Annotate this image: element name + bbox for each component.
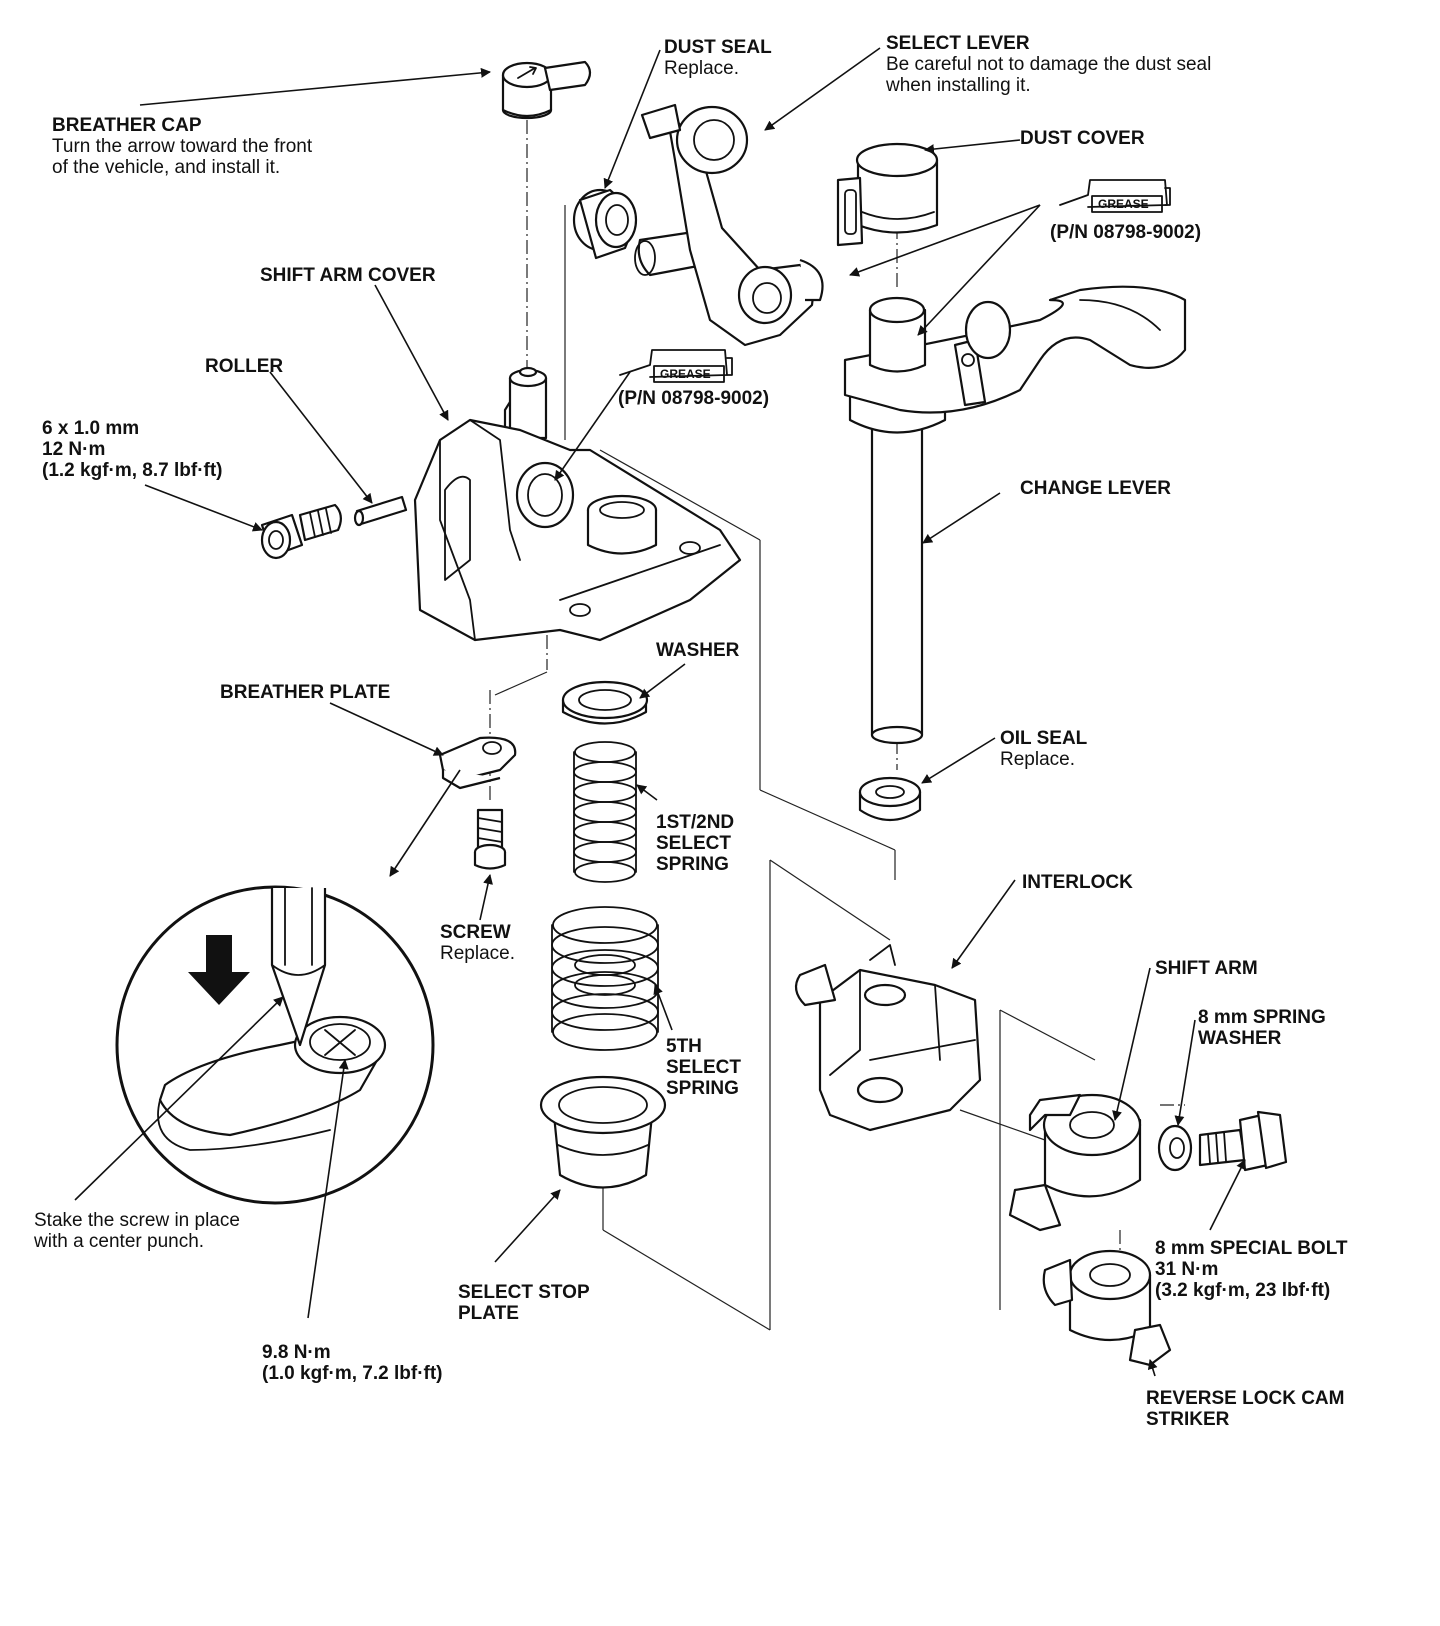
bolt-6mm-part bbox=[260, 503, 342, 560]
torque-screw-line-2: (1.0 kgf·m, 7.2 lbf·ft) bbox=[262, 1363, 443, 1384]
roller-part bbox=[353, 495, 408, 527]
dust-seal-label: DUST SEAL Replace. bbox=[664, 37, 772, 79]
select-spring-1st2nd-line-2: SELECT bbox=[656, 833, 731, 854]
select-lever-part bbox=[634, 103, 824, 347]
oil-seal-part bbox=[858, 776, 922, 821]
washer-title: WASHER bbox=[656, 640, 740, 661]
stake-note-line-2: with a center punch. bbox=[34, 1231, 205, 1252]
grease-pn-left-label: (P/N 08798-9002) bbox=[618, 388, 769, 409]
select-stop-plate-label: SELECT STOP PLATE bbox=[458, 1282, 590, 1324]
screw-label: SCREW Replace. bbox=[440, 922, 515, 964]
breather-cap-label: BREATHER CAP Turn the arrow toward the f… bbox=[52, 115, 312, 178]
grease-pn-right: (P/N 08798-9002) bbox=[1050, 222, 1202, 243]
svg-text:GREASE: GREASE bbox=[1098, 197, 1149, 211]
select-stop-plate-part bbox=[539, 1075, 667, 1189]
dust-cover-title: DUST COVER bbox=[1020, 128, 1145, 149]
select-spring-1st2nd-part bbox=[573, 741, 637, 883]
breather-cap-part bbox=[501, 60, 592, 120]
washer-part bbox=[561, 680, 649, 725]
breather-plate-label: BREATHER PLATE bbox=[220, 682, 390, 703]
spring-washer-line-2: WASHER bbox=[1198, 1028, 1282, 1049]
svg-text:GREASE: GREASE bbox=[660, 367, 711, 381]
breather-plate-part bbox=[438, 736, 517, 790]
select-stop-plate-line-2: PLATE bbox=[458, 1303, 519, 1324]
stake-note-line-1: Stake the screw in place bbox=[34, 1210, 240, 1231]
select-spring-1st2nd-label: 1ST/2ND SELECT SPRING bbox=[656, 812, 734, 875]
torque-screw-label: 9.8 N·m (1.0 kgf·m, 7.2 lbf·ft) bbox=[262, 1342, 443, 1384]
special-bolt-label: 8 mm SPECIAL BOLT 31 N·m (3.2 kgf·m, 23 … bbox=[1155, 1238, 1348, 1301]
select-spring-5th-part bbox=[551, 906, 659, 1051]
change-lever-part bbox=[843, 285, 1187, 745]
oil-seal-title: OIL SEAL bbox=[1000, 728, 1088, 749]
reverse-lock-cam-striker-part bbox=[1042, 1249, 1172, 1367]
roller-label: ROLLER bbox=[205, 356, 283, 377]
select-stop-plate-line-1: SELECT STOP bbox=[458, 1282, 590, 1303]
screw-part bbox=[473, 808, 507, 870]
grease-pn-right-label: (P/N 08798-9002) bbox=[1050, 222, 1201, 243]
select-spring-1st2nd-line-3: SPRING bbox=[656, 854, 729, 875]
oil-seal-label: OIL SEAL Replace. bbox=[1000, 728, 1087, 770]
screw-title: SCREW bbox=[440, 922, 511, 943]
assembly-center-lines bbox=[489, 120, 1185, 1331]
select-spring-1st2nd-line-1: 1ST/2ND bbox=[656, 812, 735, 833]
torque-screw-line-1: 9.8 N·m bbox=[262, 1342, 331, 1363]
select-lever-note-2: when installing it. bbox=[886, 75, 1031, 96]
shift-arm-part bbox=[1008, 1093, 1142, 1232]
select-lever-label: SELECT LEVER Be careful not to damage th… bbox=[886, 33, 1211, 96]
stake-detail-view bbox=[115, 885, 435, 1205]
roller-title: ROLLER bbox=[205, 356, 284, 377]
shift-arm-label: SHIFT ARM bbox=[1155, 958, 1258, 979]
dust-cover-part bbox=[836, 142, 939, 247]
interlock-title: INTERLOCK bbox=[1022, 872, 1133, 893]
bolt-6mm-torque: 12 N·m bbox=[42, 439, 106, 460]
oil-seal-note: Replace. bbox=[1000, 749, 1075, 770]
select-spring-5th-label: 5TH SELECT SPRING bbox=[666, 1036, 741, 1099]
special-bolt-line-3: (3.2 kgf·m, 23 lbf·ft) bbox=[1155, 1280, 1331, 1301]
breather-cap-title: BREATHER CAP bbox=[52, 115, 202, 136]
change-lever-label: CHANGE LEVER bbox=[1020, 478, 1171, 499]
select-spring-5th-line-1: 5TH bbox=[666, 1036, 702, 1057]
dust-cover-label: DUST COVER bbox=[1020, 128, 1145, 149]
shift-arm-cover-title: SHIFT ARM COVER bbox=[260, 265, 436, 286]
bolt-6mm-torque-alt: (1.2 kgf·m, 8.7 lbf·ft) bbox=[42, 460, 223, 481]
grease-pn-left: (P/N 08798-9002) bbox=[618, 388, 770, 409]
dust-seal-part bbox=[572, 188, 638, 260]
select-spring-5th-line-3: SPRING bbox=[666, 1078, 739, 1099]
special-bolt-line-1: 8 mm SPECIAL BOLT bbox=[1155, 1238, 1348, 1259]
spring-washer-label: 8 mm SPRING WASHER bbox=[1198, 1007, 1326, 1049]
bolt-6mm-label: 6 x 1.0 mm 12 N·m (1.2 kgf·m, 8.7 lbf·ft… bbox=[42, 418, 223, 481]
special-bolt-line-2: 31 N·m bbox=[1155, 1259, 1219, 1280]
reverse-lock-cam-striker-label: REVERSE LOCK CAM STRIKER bbox=[1146, 1388, 1344, 1430]
select-spring-5th-line-2: SELECT bbox=[666, 1057, 741, 1078]
reverse-lock-line-2: STRIKER bbox=[1146, 1409, 1230, 1430]
grease-tube-icon: GREASE bbox=[1059, 179, 1171, 213]
screw-note: Replace. bbox=[440, 943, 515, 964]
change-lever-title: CHANGE LEVER bbox=[1020, 478, 1171, 499]
stake-note-label: Stake the screw in place with a center p… bbox=[34, 1210, 240, 1252]
interlock-label: INTERLOCK bbox=[1022, 872, 1133, 893]
shift-arm-cover-label: SHIFT ARM COVER bbox=[260, 265, 436, 286]
breather-cap-note-2: of the vehicle, and install it. bbox=[52, 157, 281, 178]
shift-arm-cover-part bbox=[413, 366, 742, 642]
special-bolt-part bbox=[1198, 1110, 1288, 1172]
spring-washer-line-1: 8 mm SPRING bbox=[1198, 1007, 1326, 1028]
breather-plate-title: BREATHER PLATE bbox=[220, 682, 391, 703]
dust-seal-note: Replace. bbox=[664, 58, 739, 79]
breather-cap-note-1: Turn the arrow toward the front bbox=[52, 136, 313, 157]
interlock-part bbox=[794, 944, 982, 1132]
shift-arm-title: SHIFT ARM bbox=[1155, 958, 1258, 979]
bolt-6mm-size: 6 x 1.0 mm bbox=[42, 418, 140, 439]
reverse-lock-line-1: REVERSE LOCK CAM bbox=[1146, 1388, 1345, 1409]
spring-washer-part bbox=[1157, 1124, 1193, 1172]
dust-seal-title: DUST SEAL bbox=[664, 37, 772, 58]
select-lever-note-1: Be careful not to damage the dust seal bbox=[886, 54, 1212, 75]
leader-lines bbox=[74, 47, 1246, 1377]
select-lever-title: SELECT LEVER bbox=[886, 33, 1030, 54]
grease-tube-icon: GREASE bbox=[619, 349, 733, 383]
washer-label: WASHER bbox=[656, 640, 739, 661]
